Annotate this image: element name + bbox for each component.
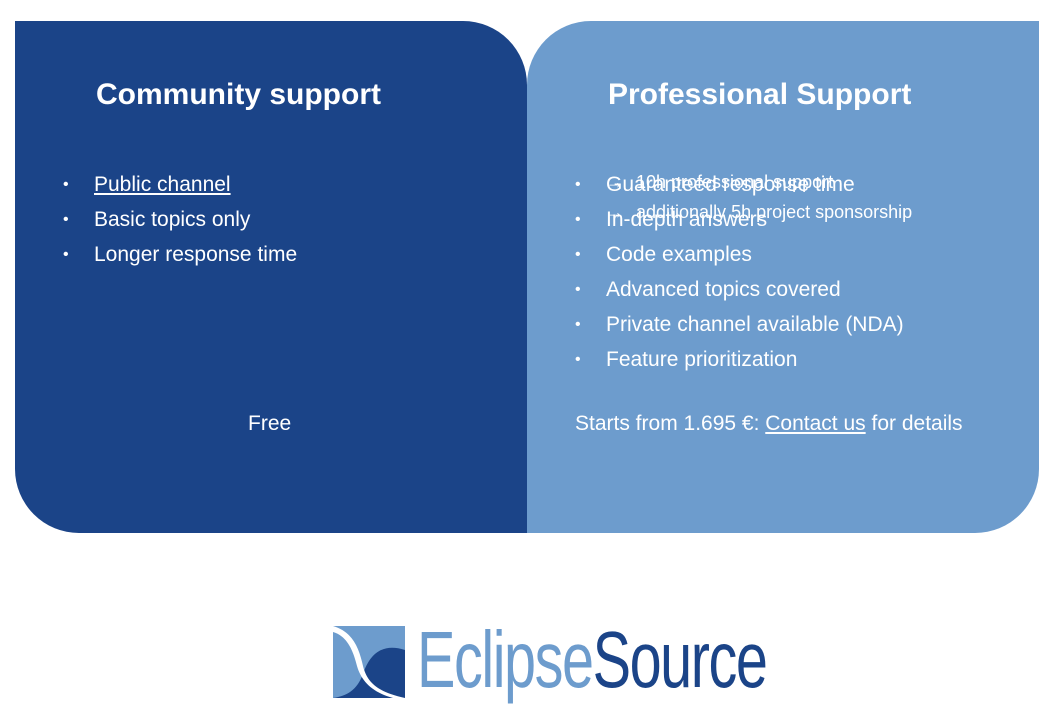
professional-feature-list: • Guaranteed response time • In-depth an… xyxy=(527,167,904,377)
list-item: • Advanced topics covered xyxy=(575,272,904,307)
bullet-icon: • xyxy=(575,211,581,228)
eclipsesource-logo[interactable]: EclipseSource xyxy=(333,615,768,710)
list-item-label: Longer response time xyxy=(94,243,298,266)
bullet-icon: • xyxy=(63,211,69,228)
list-item: → 10h professional support xyxy=(606,167,912,197)
list-item-label: In-depth answers xyxy=(606,208,768,231)
list-item: • Longer response time xyxy=(63,237,298,272)
bullet-icon: • xyxy=(575,281,581,298)
list-item-label: additionally 5h project sponsorship xyxy=(636,202,913,222)
community-feature-list: • Public channel • Basic topics only • L… xyxy=(15,167,297,272)
price-prefix: Starts from 1.695 €: xyxy=(575,412,766,435)
list-item-label: Private channel available (NDA) xyxy=(606,313,904,336)
bullet-icon: • xyxy=(63,176,69,193)
bullet-icon: • xyxy=(575,176,581,193)
professional-support-title: Professional Support xyxy=(608,78,912,111)
professional-price: Starts from 1.695 €: Contact us for deta… xyxy=(575,411,963,437)
wordmark-source: Source xyxy=(592,615,768,704)
arrow-right-icon: → xyxy=(606,172,624,192)
list-item: • Public channel xyxy=(63,167,297,202)
list-item: • Guaranteed response time xyxy=(575,167,904,202)
bullet-icon: • xyxy=(575,246,581,263)
list-item: • Basic topics only xyxy=(63,202,297,237)
list-item-label: Feature prioritization xyxy=(606,348,798,371)
list-item: • Private channel available (NDA) xyxy=(575,307,904,342)
community-price: Free xyxy=(248,412,292,435)
contact-us-link[interactable]: Contact us xyxy=(765,412,866,435)
list-item: • Code examples xyxy=(575,237,904,272)
eclipsesource-wordmark: EclipseSource xyxy=(417,612,768,708)
list-item-label: Guaranteed response time xyxy=(606,173,855,196)
community-support-panel: Community support • Public channel • Bas… xyxy=(15,21,527,533)
price-suffix: for details xyxy=(865,412,963,435)
public-channel-link[interactable]: Public channel xyxy=(94,173,231,196)
list-item-label: Advanced topics covered xyxy=(606,278,841,301)
bullet-icon: • xyxy=(575,351,581,368)
list-item-label: Basic topics only xyxy=(94,208,251,231)
eclipsesource-logo-icon xyxy=(333,626,405,698)
community-support-title: Community support xyxy=(96,78,381,111)
professional-support-panel: Professional Support • Guaranteed respon… xyxy=(527,21,1039,533)
wordmark-eclipse: Eclipse xyxy=(417,615,594,704)
arrow-right-icon: → xyxy=(606,202,624,222)
list-item: • In-depth answers xyxy=(575,202,904,237)
list-item-label: 10h professional support xyxy=(636,172,834,192)
list-item: • Feature prioritization xyxy=(575,342,904,377)
bullet-icon: • xyxy=(575,316,581,333)
professional-package-list: → 10h professional support → additionally … xyxy=(527,167,912,227)
list-item-label: Code examples xyxy=(606,243,752,266)
bullet-icon: • xyxy=(63,246,69,263)
list-item: → additionally 5h project sponsorship xyxy=(606,197,912,227)
support-comparison: Community support • Public channel • Bas… xyxy=(15,21,1039,533)
